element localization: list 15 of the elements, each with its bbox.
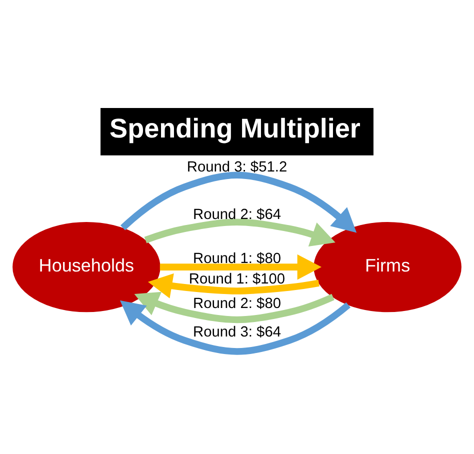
edge-label: Round 1: $80 bbox=[192, 250, 282, 266]
diagram-title: Spending Multiplier bbox=[110, 113, 360, 144]
arrow bbox=[120, 300, 350, 354]
edge-label: Round 3: $64 bbox=[192, 324, 282, 340]
edge-label: Round 1: $100 bbox=[188, 270, 286, 287]
arrow bbox=[134, 291, 334, 323]
edge-label: Round 2: $64 bbox=[192, 206, 282, 223]
arrow bbox=[120, 171, 357, 232]
edge-label: Round 3: $51.2 bbox=[186, 159, 288, 176]
arrow bbox=[160, 254, 322, 280]
arrow bbox=[144, 218, 336, 246]
node-ellipse: Firms bbox=[314, 221, 462, 312]
edge-label: Round 2: $80 bbox=[192, 296, 282, 312]
node-ellipse: Households bbox=[12, 221, 160, 312]
arrow bbox=[148, 272, 320, 298]
